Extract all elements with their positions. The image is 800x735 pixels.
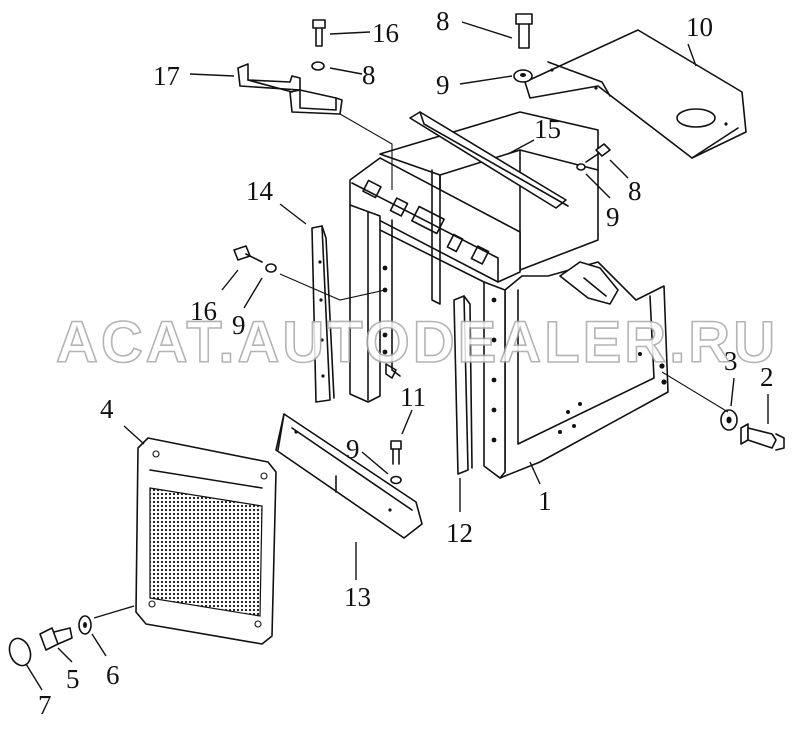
bracket-part-17 <box>237 63 343 115</box>
callout-14: 15 <box>534 114 561 144</box>
leader-lines <box>25 21 769 691</box>
callout-17: 17 <box>153 61 180 91</box>
callout-7: 7 <box>38 690 52 720</box>
grille-part-4 <box>135 437 277 645</box>
callout-8-right: 8 <box>628 176 642 206</box>
angle-bracket-part-14 <box>409 111 569 209</box>
callout-9-top: 8 <box>362 60 376 90</box>
watermark: ACAT.AUTODEALER.RU <box>56 310 778 375</box>
callout-10: 10 <box>686 12 713 42</box>
callout-8-top: 8 <box>436 6 450 36</box>
strip-part-13 <box>311 225 335 403</box>
callout-9-left: 9 <box>232 310 246 340</box>
callout-2: 2 <box>760 362 774 392</box>
callout-9-lower: 9 <box>346 434 360 464</box>
housing-part-1 <box>349 111 669 479</box>
callout-6: 6 <box>106 660 120 690</box>
callout-9-right: 9 <box>606 202 620 232</box>
callout-13: 14 <box>246 176 274 206</box>
strip-part-12 <box>453 295 473 475</box>
callout-9-topright: 9 <box>436 70 450 100</box>
hardware <box>8 13 785 667</box>
callout-15: 13 <box>344 582 371 612</box>
callout-12: 12 <box>446 518 473 548</box>
callout-4: 4 <box>100 394 114 424</box>
callout-1: 1 <box>538 486 552 516</box>
top-cover-part-10 <box>524 29 747 159</box>
callout-16-left: 16 <box>190 296 217 326</box>
callout-5: 5 <box>66 664 80 694</box>
angle-part-15 <box>275 413 423 539</box>
callout-16-top: 16 <box>372 18 399 48</box>
callout-11: 11 <box>400 382 426 412</box>
callout-3: 3 <box>724 346 738 376</box>
callout-labels: 16 8 17 8 9 10 15 8 9 14 16 9 4 11 9 3 2… <box>38 6 774 720</box>
